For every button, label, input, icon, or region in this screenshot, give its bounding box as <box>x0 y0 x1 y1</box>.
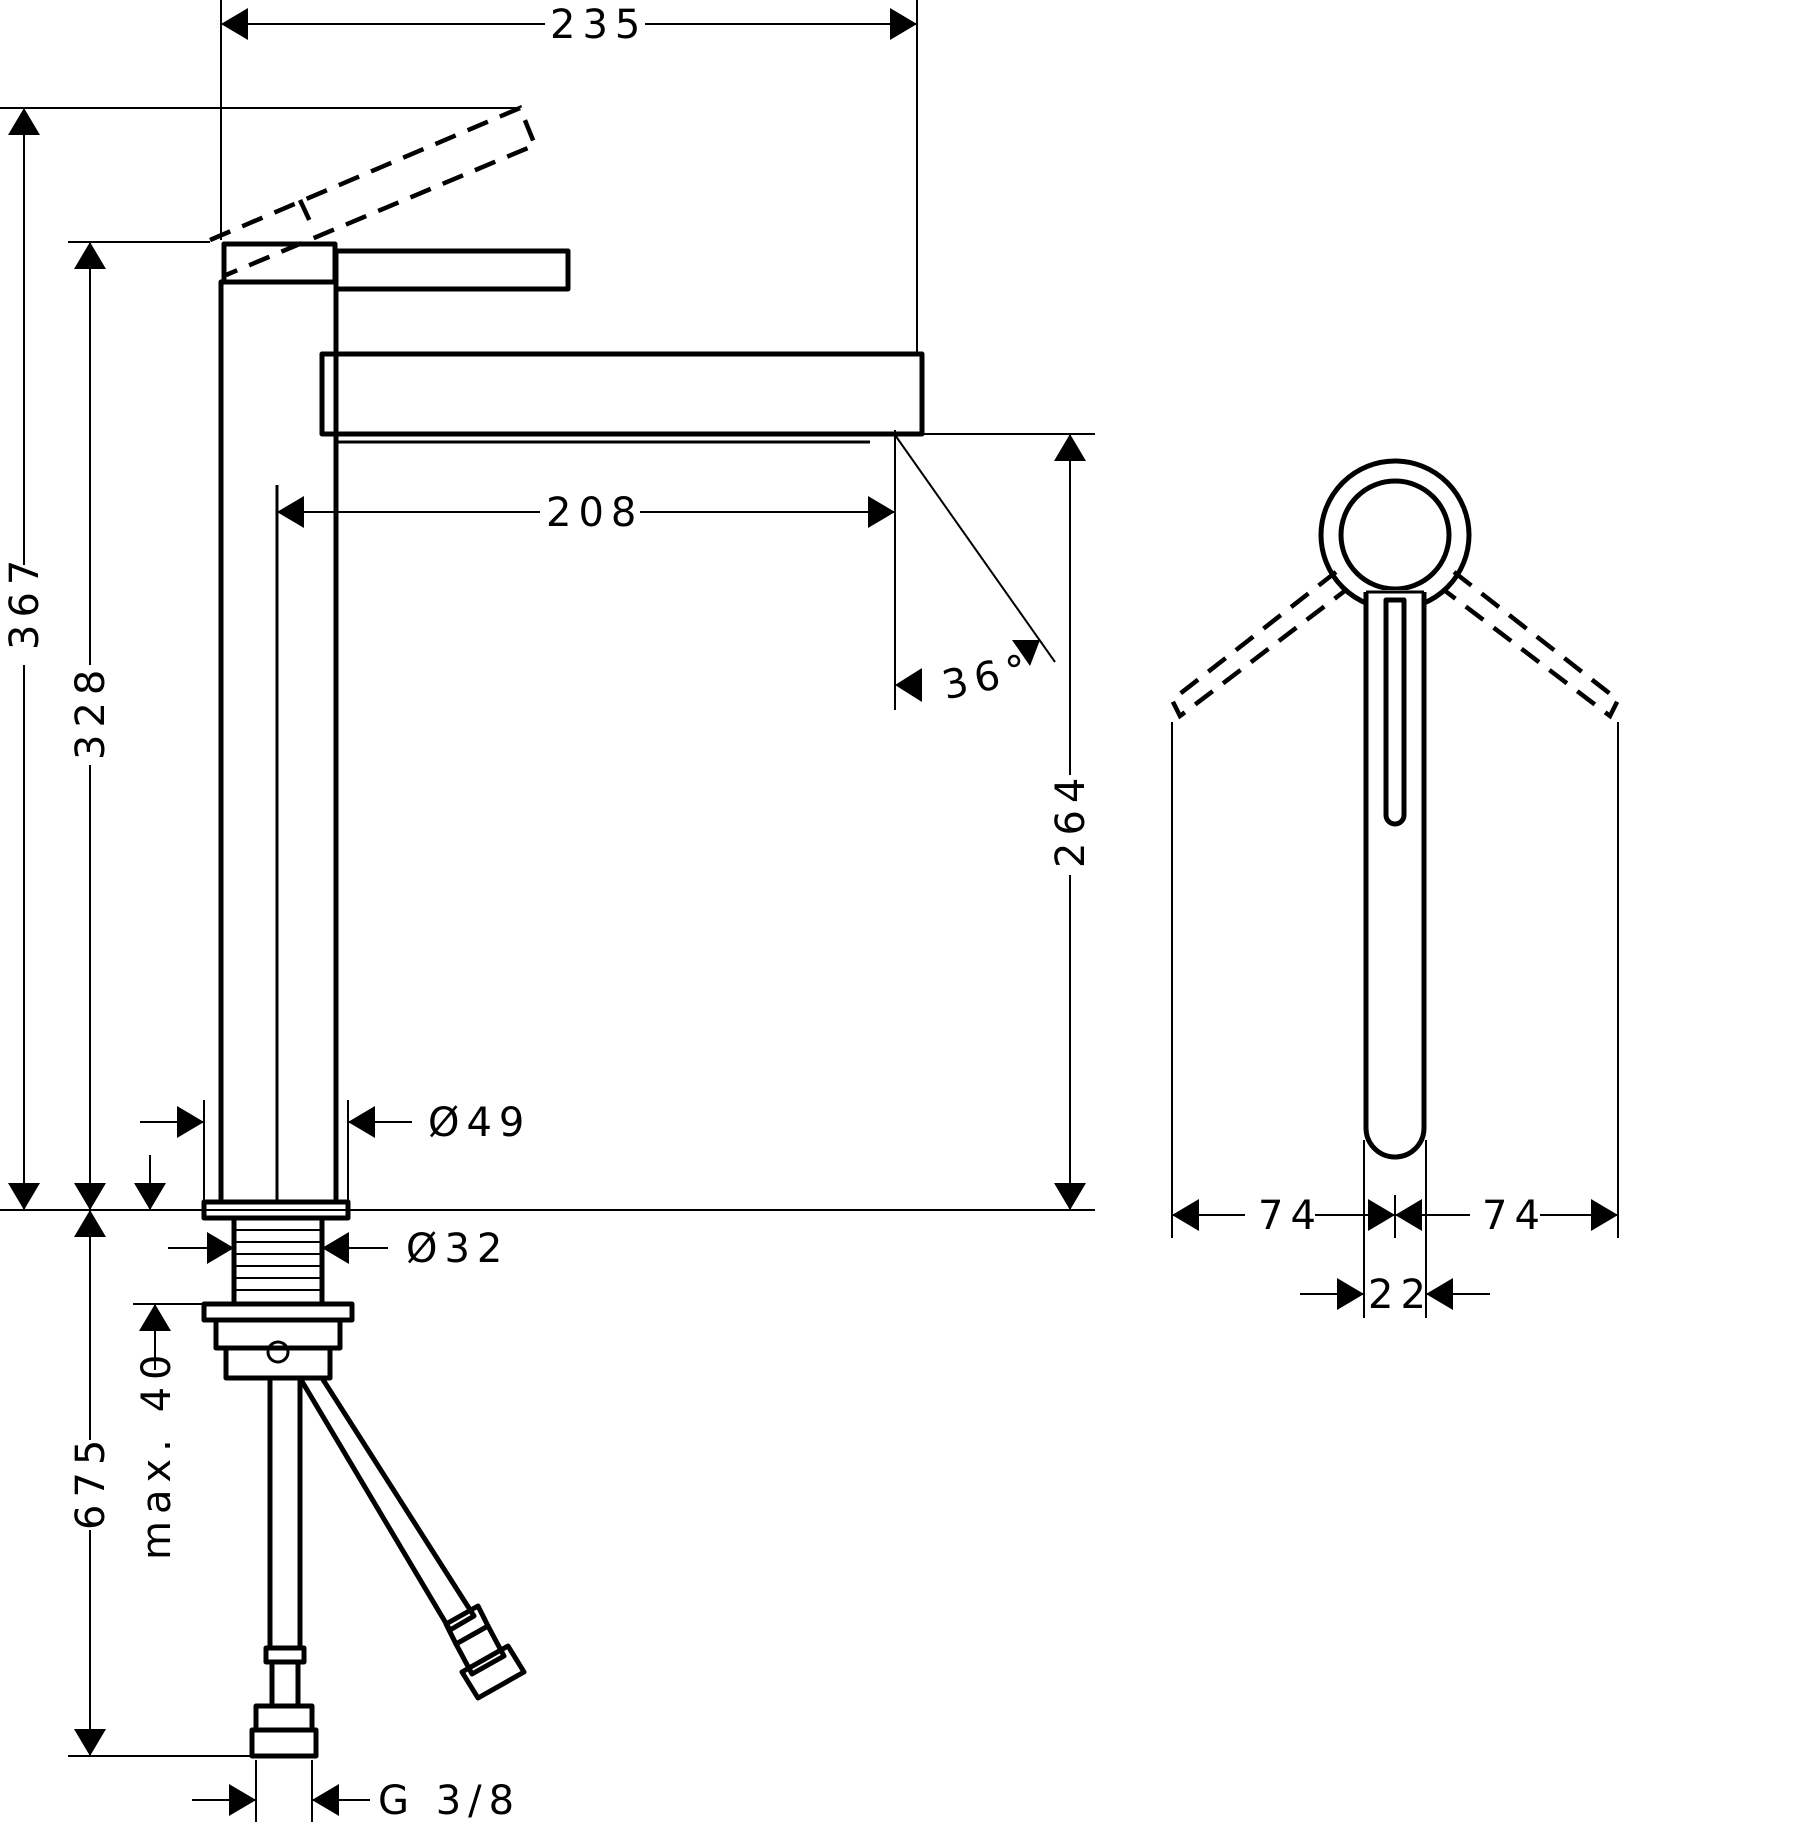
handle-swing-right <box>1442 570 1621 720</box>
handle-raised-position <box>209 105 538 278</box>
fixing-nut <box>213 1317 343 1351</box>
label-36-degrees: 36° <box>938 645 1037 709</box>
cap <box>221 241 338 285</box>
label-675: 675 <box>68 1433 114 1530</box>
label-diameter-49: Ø49 <box>428 1100 531 1146</box>
label-max-40: max. 40 <box>134 1348 180 1560</box>
handle-swing-left <box>1169 570 1348 720</box>
supply-hose-straight <box>267 1375 303 1651</box>
handle <box>333 248 571 292</box>
hose-fitting <box>253 1703 315 1733</box>
label-367: 367 <box>2 553 48 650</box>
label-22: 22 <box>1368 1272 1433 1318</box>
faucet-top-view <box>1169 458 1621 1318</box>
dimension-labels: 235 208 36° 367 328 264 Ø49 Ø32 max. 40 … <box>2 2 1547 1822</box>
supply-hose-angled <box>297 1376 477 1633</box>
label-328: 328 <box>68 663 114 760</box>
label-diameter-32: Ø32 <box>406 1226 509 1272</box>
handle-slot <box>1383 597 1407 827</box>
label-264: 264 <box>1048 771 1094 868</box>
faucet-side-view <box>201 105 925 1759</box>
label-74-left: 74 <box>1258 1193 1323 1239</box>
body-inner-circle <box>1338 478 1452 592</box>
label-208: 208 <box>546 490 643 536</box>
label-74-right: 74 <box>1482 1193 1547 1239</box>
handle-top-view <box>1363 592 1427 1160</box>
hose-fitting-angled <box>459 1643 527 1701</box>
thread-lines <box>234 1229 322 1291</box>
spout <box>319 351 925 437</box>
label-g-3-8: G 3/8 <box>378 1778 521 1822</box>
label-235: 235 <box>550 2 647 48</box>
